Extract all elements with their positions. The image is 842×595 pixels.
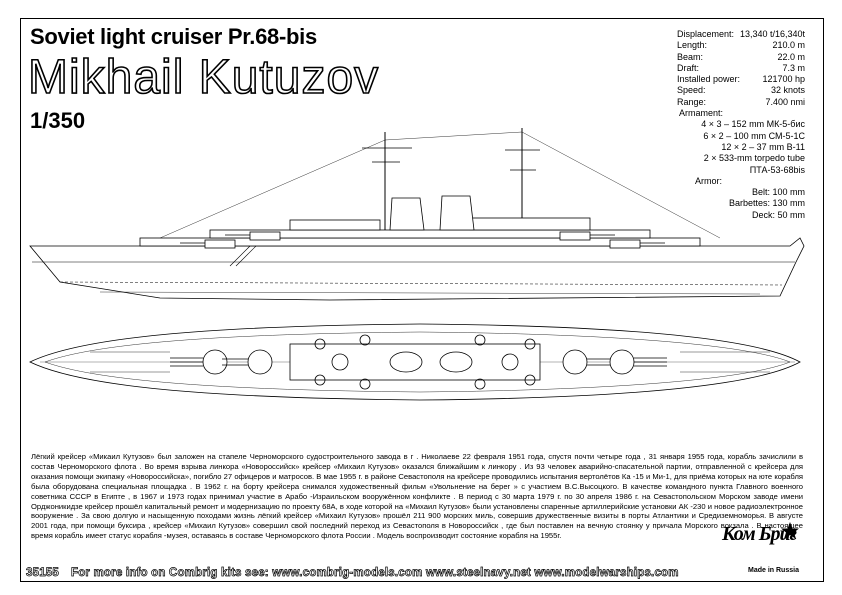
spec-value: 7.3 m <box>782 62 805 73</box>
spec-label: Displacement: <box>677 29 735 39</box>
spec-row: Length: 210.0 m <box>677 40 805 51</box>
spec-row: Speed: 32 knots <box>677 85 805 96</box>
armament-item: 12 × 2 – 37 mm В-11 <box>721 141 805 152</box>
spec-label: Range: <box>677 96 707 107</box>
spec-row: Displacement: 13,340 t/16,340t <box>677 29 805 40</box>
subtitle: Soviet light cruiser Pr.68-bis <box>30 24 317 49</box>
spec-row: Installed power: 121700 hp <box>677 74 805 85</box>
spec-value: 210.0 m <box>772 40 805 51</box>
spec-label: Speed: <box>677 85 706 96</box>
spec-value: 22.0 m <box>777 51 805 62</box>
logo-brand-text: Ком Бриг <box>722 523 797 545</box>
armor-item: Barbettes: 130 mm <box>728 198 805 209</box>
spec-value: 121700 hp <box>762 74 805 85</box>
kit-code: 35155 <box>26 567 59 580</box>
spec-label: Length: <box>677 40 708 51</box>
spec-label: Beam: <box>677 51 704 62</box>
history-description: Лёгкий крейсер «Микаил Кутузов» был зало… <box>31 452 803 541</box>
side-profile-drawing <box>29 128 805 301</box>
spec-value: 7.400 nmi <box>765 96 805 107</box>
footer-info-links: For more info on Combrig kits see: www.c… <box>70 567 679 580</box>
footer-bar: 35155 For more info on Combrig kits see:… <box>20 564 824 582</box>
spec-value: 32 knots <box>770 85 805 96</box>
armament-heading: Armament: <box>679 108 724 119</box>
made-in-label: Made in Russia <box>748 567 799 574</box>
scale-label: 1/350 <box>30 108 86 133</box>
armor-heading: Armor: <box>695 175 722 186</box>
spec-row: Draft: 7.3 m <box>677 63 805 74</box>
spec-row: Beam: 22.0 m <box>677 52 805 63</box>
spec-label: Installed power: <box>677 74 741 85</box>
spec-label: Draft: <box>677 62 700 73</box>
top-view-drawing <box>29 323 801 401</box>
armament-item: ПТА-53-68bis <box>749 164 805 175</box>
page-frame <box>20 18 824 582</box>
spec-value: 13,340 t/16,340t <box>739 29 805 39</box>
armament-item: 4 × 3 – 152 mm МК-5-бис <box>701 119 805 130</box>
ship-name: Mikhail Kutuzov <box>27 50 380 105</box>
spec-row: Range: 7.400 nmi <box>677 97 805 108</box>
armament-item: 6 × 2 – 100 mm СМ-5-1С <box>703 130 805 141</box>
logo-star-icon <box>781 522 799 539</box>
armament-item: 2 × 533-mm torpedo tube <box>703 153 805 164</box>
armor-item: Deck: 50 mm <box>751 209 805 220</box>
armor-item: Belt: 100 mm <box>751 187 805 198</box>
combrig-logo: Ком Бриг Made in Russia <box>718 522 799 574</box>
